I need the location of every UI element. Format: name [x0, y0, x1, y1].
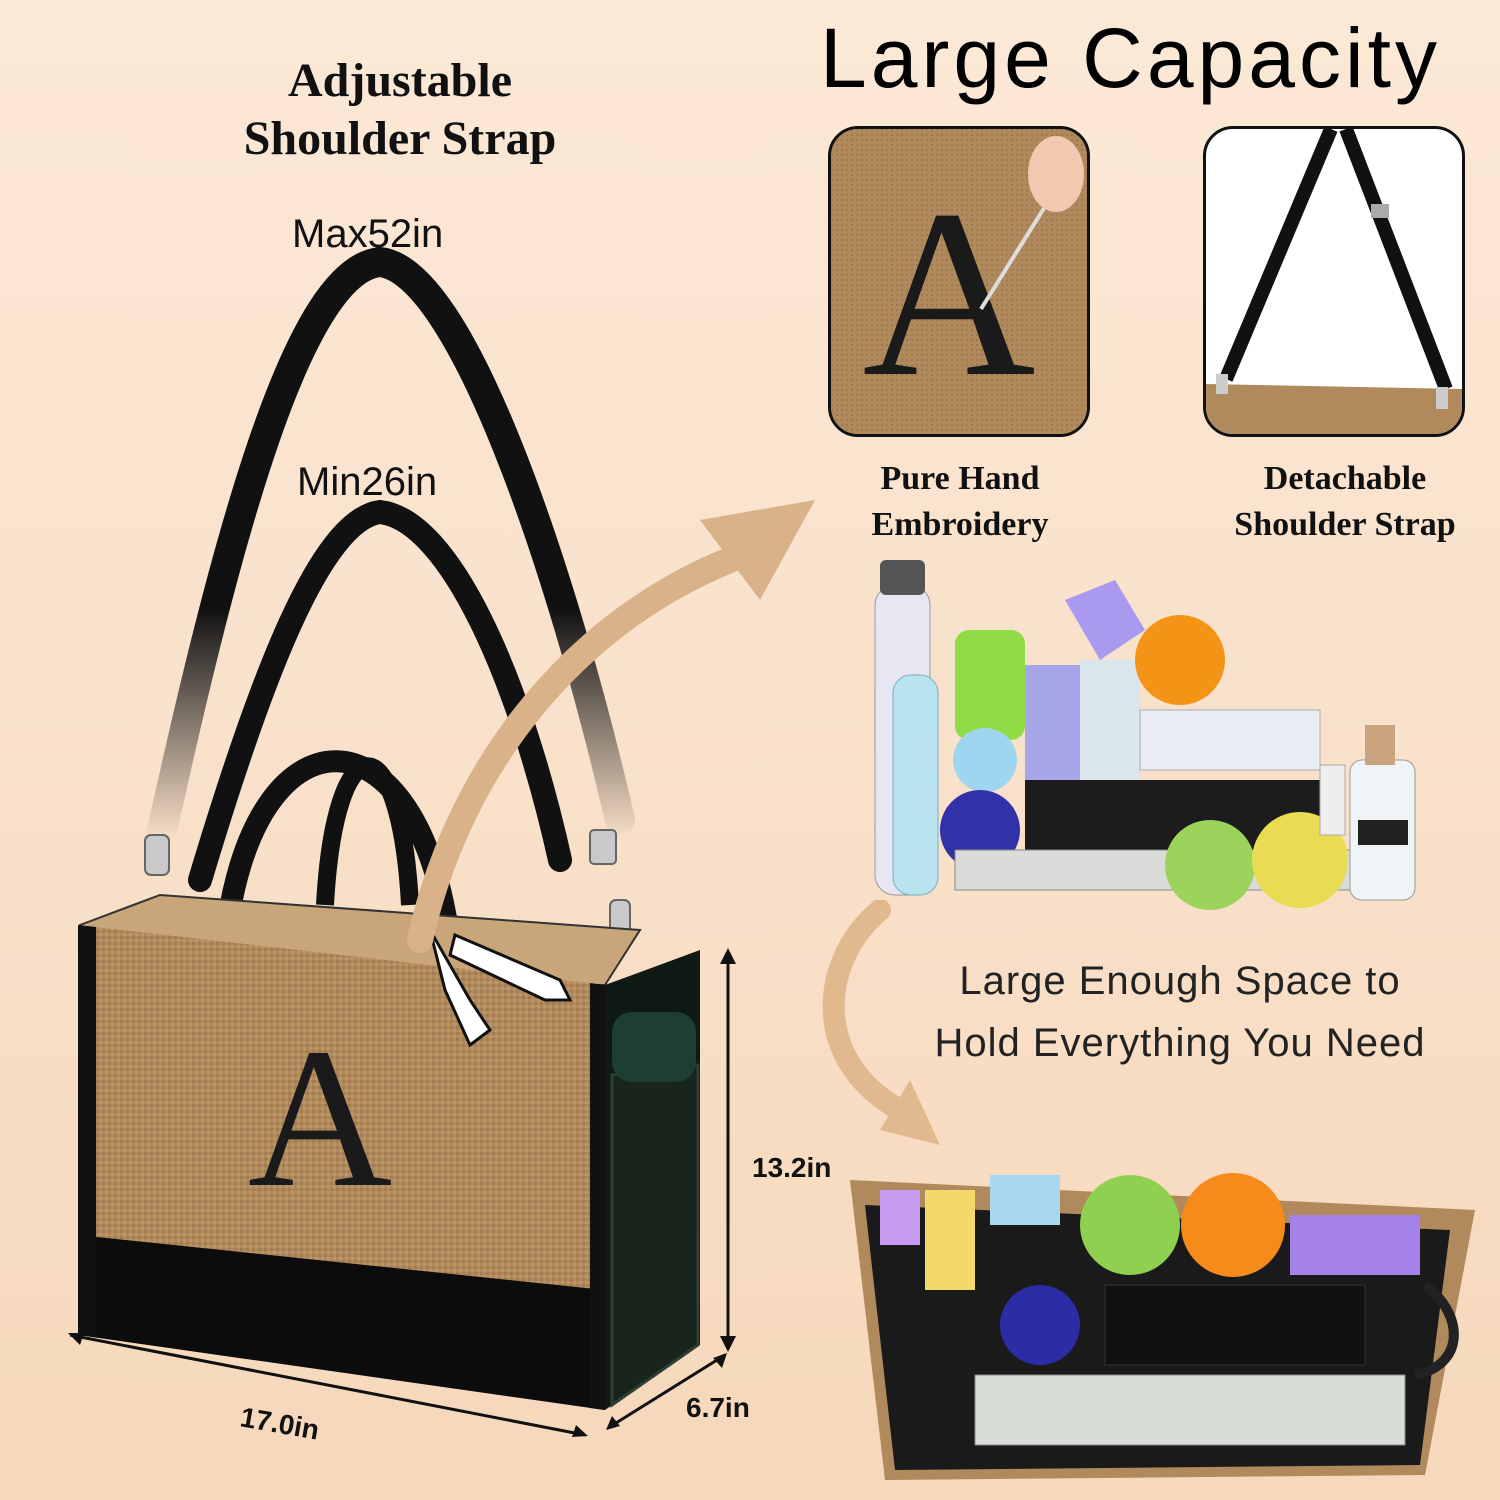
strap-buckle-left [144, 834, 170, 876]
detachable-caption-text: Detachable Shoulder Strap [1234, 460, 1456, 543]
embroidered-letter: A [862, 160, 1035, 426]
embroidery-caption: Pure Hand Embroidery [840, 456, 1080, 548]
bag-bottom-band [78, 1235, 605, 1410]
long-strap [145, 246, 635, 855]
bag-interior-photo [850, 1173, 1475, 1480]
green-apple [1165, 820, 1255, 910]
purple-item [1065, 580, 1145, 660]
ribbon-tail-2 [448, 932, 573, 1002]
tote-bag-illustration: A [68, 246, 815, 1437]
width-measure-line [69, 1333, 586, 1437]
space-description: Large Enough Space to Hold Everything Yo… [880, 950, 1480, 1074]
gift-box [1139, 709, 1321, 771]
callout-arrow-embroidery [407, 547, 743, 953]
strap-heading: Adjustable Shoulder Strap [200, 52, 600, 168]
bag-handle-front [214, 750, 461, 947]
interior-orange [1181, 1173, 1285, 1277]
orange [1135, 615, 1225, 705]
detachable-caption: Detachable Shoulder Strap [1210, 456, 1480, 548]
strap-slider [589, 829, 617, 865]
callout-arrow-interior [822, 900, 940, 1145]
green-pouch [955, 630, 1025, 740]
interior-apple [1080, 1175, 1180, 1275]
detachable-strap-illustration [1206, 129, 1462, 434]
strap-heading-text: Adjustable Shoulder Strap [243, 54, 557, 165]
page-title: Large Capacity [820, 11, 1441, 105]
depth-measure-line [607, 1353, 726, 1430]
strap-max-label: Max52in [292, 212, 444, 256]
interior-purple-box [1290, 1215, 1420, 1275]
bag-handle-back [316, 757, 419, 906]
detachable-strap-photo [1203, 126, 1465, 437]
bag-monogram: A [248, 1008, 392, 1229]
depth-dimension: 6.7in [686, 1392, 750, 1423]
strap-min-label: Min26in [297, 460, 438, 504]
needle [979, 187, 1058, 311]
mesh-pocket [610, 1063, 700, 1408]
ribbon-tail-1 [428, 929, 493, 1048]
arrow-head-embroidery [700, 500, 815, 600]
interior-notebooks [974, 1374, 1406, 1446]
embroidery-close-up: A [831, 129, 1087, 434]
items-pile-illustration [874, 560, 1416, 910]
embroidery-caption-text: Pure Hand Embroidery [871, 460, 1049, 543]
water-bottle [612, 1012, 696, 1082]
yellow-apple [1252, 812, 1348, 908]
short-strap [188, 499, 572, 892]
cosmetic-bottle [892, 674, 939, 896]
hand-fingertip [1028, 136, 1084, 212]
blue-egg [953, 728, 1017, 792]
height-dimension: 13.2in [752, 1152, 832, 1183]
space-description-text: Large Enough Space to Hold Everything Yo… [934, 959, 1426, 1065]
embroidery-photo: A [828, 126, 1090, 437]
